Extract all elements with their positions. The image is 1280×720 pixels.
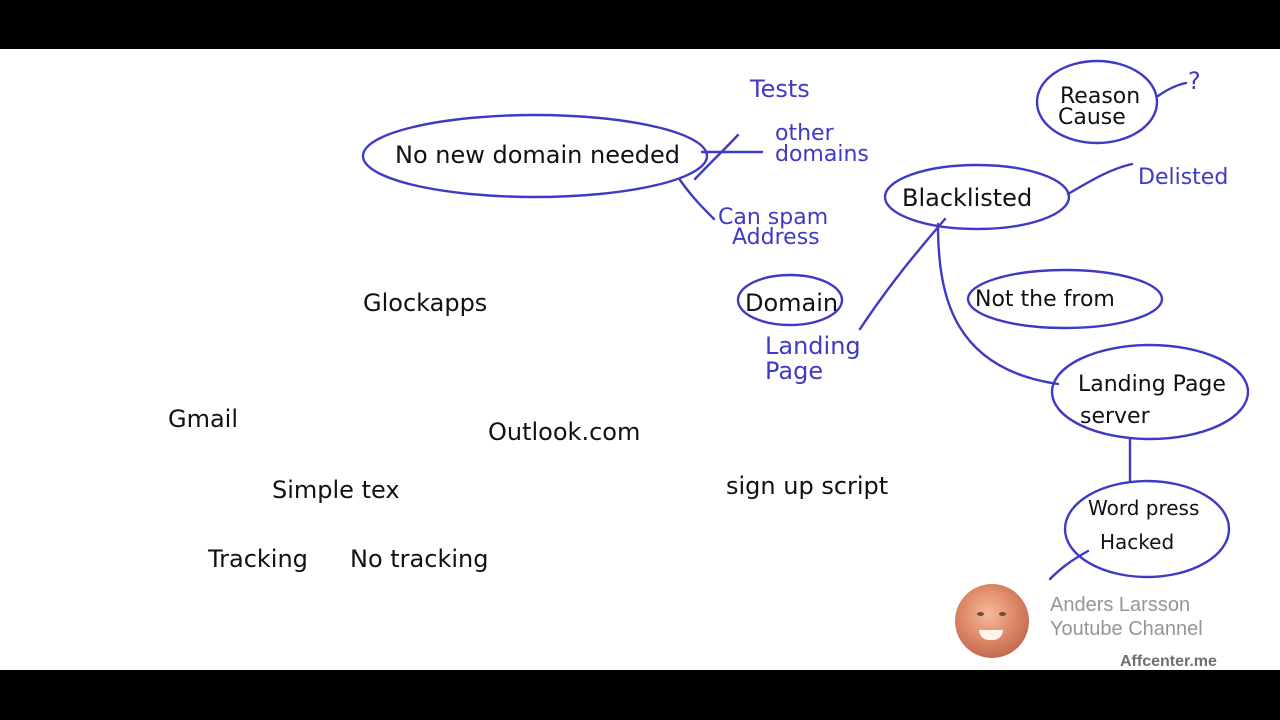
bubble-no-new-domain [361,113,709,199]
label-outlook: Outlook.com [488,418,640,446]
label-reason: Reason [1060,84,1140,109]
bubble-reason-cause [1035,59,1159,145]
avatar-eye-right [999,612,1006,616]
label-sign-up-script: sign up script [726,472,888,500]
label-simple-tex: Simple tex [272,476,400,504]
connector-delisted [1066,162,1134,196]
bubble-not-the-from [966,268,1164,330]
connector-reason [1156,81,1188,98]
label-wordpress: Word press [1088,496,1199,520]
label-cause: Cause [1058,105,1126,130]
watermark-site: Affcenter.me [1120,653,1217,670]
label-no-new-domain: No new domain needed [395,141,680,169]
label-no-tracking: No tracking [350,545,488,573]
label-domains: domains [775,142,869,167]
label-glockapps: Glockapps [363,289,487,317]
label-server: server [1080,404,1151,429]
label-address: Address [732,225,820,250]
connector-tests [693,133,740,181]
label-landing-page: Landing Page [1078,372,1226,397]
label-landing: Landing [765,332,861,360]
watermark-channel: Youtube Channel [1050,618,1203,640]
label-not-the-from: Not the from [975,287,1115,312]
avatar-mouth [979,630,1003,640]
connector-under-watermark [1048,549,1090,581]
label-page: Page [765,357,823,385]
channel-watermark: Anders Larsson Youtube Channel Affcenter… [950,584,1240,670]
watermark-name: Anders Larsson [1050,594,1191,616]
label-domain: Domain [745,289,838,317]
mindmap-diagram: No new domain needed Glockapps Gmail Out… [168,59,1250,581]
label-hacked: Hacked [1100,530,1174,554]
connector-landing-page [858,217,947,331]
label-can-spam: Can spam [718,205,828,230]
bubble-blacklisted [883,163,1071,231]
label-delisted: Delisted [1138,165,1228,190]
whiteboard-canvas: No new domain needed Glockapps Gmail Out… [0,49,1280,670]
bubble-wordpress [1063,479,1231,579]
avatar [955,584,1029,658]
label-tracking: Tracking [207,545,308,573]
connector-landing-page-server [936,222,1060,386]
connector-can-spam [678,178,716,221]
bubble-domain [736,273,844,327]
avatar-eye-left [977,612,984,616]
label-other: other [775,121,835,146]
bubble-landing-page-server [1050,343,1250,441]
label-blacklisted: Blacklisted [902,184,1032,212]
label-question-mark: ? [1188,67,1201,95]
label-gmail: Gmail [168,405,238,433]
label-tests: Tests [749,75,810,103]
